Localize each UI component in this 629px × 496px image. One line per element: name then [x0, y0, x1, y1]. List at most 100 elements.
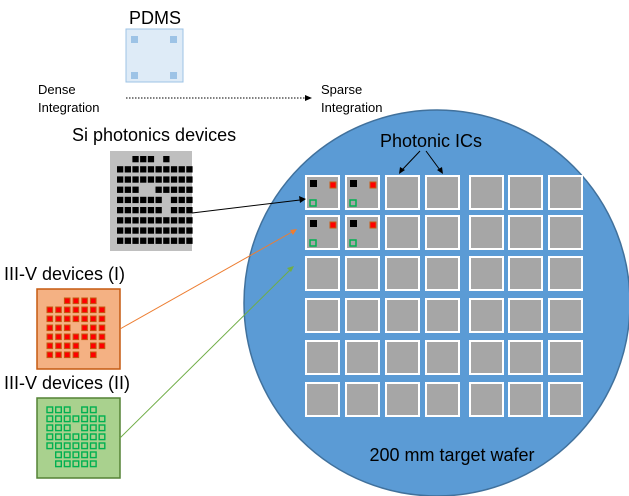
- si-device: [117, 186, 124, 193]
- si-device: [140, 207, 147, 214]
- si-device: [178, 217, 185, 224]
- iiiv-1-device: [46, 315, 54, 323]
- iiiv-1-device: [55, 342, 62, 350]
- si-device: [140, 237, 147, 244]
- iiiv-2-device: [89, 442, 97, 450]
- iiiv-1-device: [63, 315, 71, 323]
- si-device: [186, 217, 193, 224]
- iiiv-1-device: [46, 333, 54, 341]
- iiiv-2-device: [55, 442, 63, 450]
- iiiv-2-device: [81, 451, 89, 459]
- iiiv-2-device: [81, 433, 89, 441]
- si-device: [186, 207, 193, 214]
- photonic-ic-die: [508, 382, 543, 417]
- si-device: [170, 237, 178, 244]
- si-device: [117, 207, 124, 214]
- iiiv-1-device: [98, 306, 106, 314]
- pdms-pad: [131, 72, 138, 79]
- iiiv-1-device-on-die: [369, 221, 377, 229]
- si-device: [124, 227, 131, 234]
- iiiv-1-device: [72, 333, 80, 341]
- iiiv-2-device: [63, 442, 71, 450]
- si-device: [147, 156, 155, 163]
- iiiv-1-device-on-die: [369, 181, 377, 189]
- si-device: [140, 196, 147, 204]
- iiiv-1-device: [90, 315, 97, 323]
- iiiv-1-transfer-arrowhead: [290, 229, 297, 235]
- photonic-ic-die: [385, 382, 420, 417]
- si-device: [140, 227, 147, 234]
- si-device: [178, 207, 185, 214]
- iiiv-2-device: [63, 451, 71, 459]
- iiiv-2-device: [72, 442, 80, 450]
- photonic-ic-die: [305, 256, 340, 291]
- si-device: [163, 186, 170, 193]
- photonic-ic-die: [425, 256, 460, 291]
- si-device: [124, 166, 131, 173]
- si-transfer-arrow: [191, 199, 301, 214]
- si-device: [178, 227, 185, 234]
- si-device: [132, 217, 139, 224]
- si-device: [140, 156, 147, 163]
- photonic-ic-die: [385, 298, 420, 333]
- iiiv-1-device: [55, 351, 62, 359]
- si-device: [132, 207, 139, 214]
- photonic-ic-die: [548, 382, 583, 417]
- pdms-pad: [131, 36, 138, 43]
- photonic-ic-die: [305, 340, 340, 375]
- iiiv-1-device-on-die: [329, 221, 337, 229]
- si-device: [147, 227, 155, 234]
- si-device: [163, 156, 170, 163]
- photonic-ic-die: [345, 298, 380, 333]
- si-device: [124, 207, 131, 214]
- iiiv-1-device: [90, 306, 97, 314]
- iiiv-1-device: [98, 315, 106, 323]
- photonic-ics-arrow-left: [401, 150, 421, 171]
- si-device: [117, 237, 124, 244]
- iiiv-2-device: [46, 433, 54, 441]
- iiiv-devices-2-grid: [46, 406, 106, 468]
- iiiv-1-device: [98, 324, 106, 332]
- photonic-ic-die: [469, 340, 504, 375]
- photonic-ic-die: [345, 256, 380, 291]
- photonic-ic-die: [508, 340, 543, 375]
- photonic-ics-arrowhead-left: [399, 167, 405, 174]
- si-device: [124, 217, 131, 224]
- iiiv-2-device: [63, 424, 71, 432]
- iiiv-1-device: [98, 333, 106, 341]
- si-device: [147, 196, 155, 204]
- si-device: [155, 186, 162, 193]
- si-device: [186, 196, 193, 204]
- si-device: [178, 176, 185, 183]
- si-device: [124, 237, 131, 244]
- si-device: [117, 196, 124, 204]
- iiiv-1-device: [46, 351, 54, 359]
- dense-to-sparse-arrowhead: [305, 95, 312, 101]
- si-device: [140, 176, 147, 183]
- photonic-ic-die: [508, 256, 543, 291]
- photonic-ics-arrowhead-right: [437, 167, 443, 174]
- iiiv-2-device: [98, 433, 106, 441]
- sparse-integration-label-line1: Sparse: [321, 82, 362, 97]
- si-device: [178, 196, 185, 204]
- si-device: [155, 207, 162, 214]
- iiiv-2-device: [55, 451, 63, 459]
- iiiv-1-device: [81, 306, 88, 314]
- iiiv-1-device: [90, 342, 97, 350]
- iiiv-1-device: [63, 324, 71, 332]
- iiiv-2-device: [63, 433, 71, 441]
- si-device: [132, 196, 139, 204]
- iiiv-devices-1-grid: [46, 297, 106, 359]
- iiiv-2-device: [81, 442, 89, 450]
- iiiv-1-device: [55, 315, 62, 323]
- si-device: [163, 227, 170, 234]
- iiiv-2-device-on-die: [309, 239, 317, 247]
- si-device: [178, 166, 185, 173]
- photonic-ic-die: [508, 215, 543, 250]
- iiiv-1-device: [46, 324, 54, 332]
- photonic-ic-die: [469, 215, 504, 250]
- iiiv-2-device-on-die: [349, 199, 357, 207]
- iiiv-2-device: [89, 460, 97, 468]
- iiiv-1-device: [55, 324, 62, 332]
- photonic-ic-die: [425, 382, 460, 417]
